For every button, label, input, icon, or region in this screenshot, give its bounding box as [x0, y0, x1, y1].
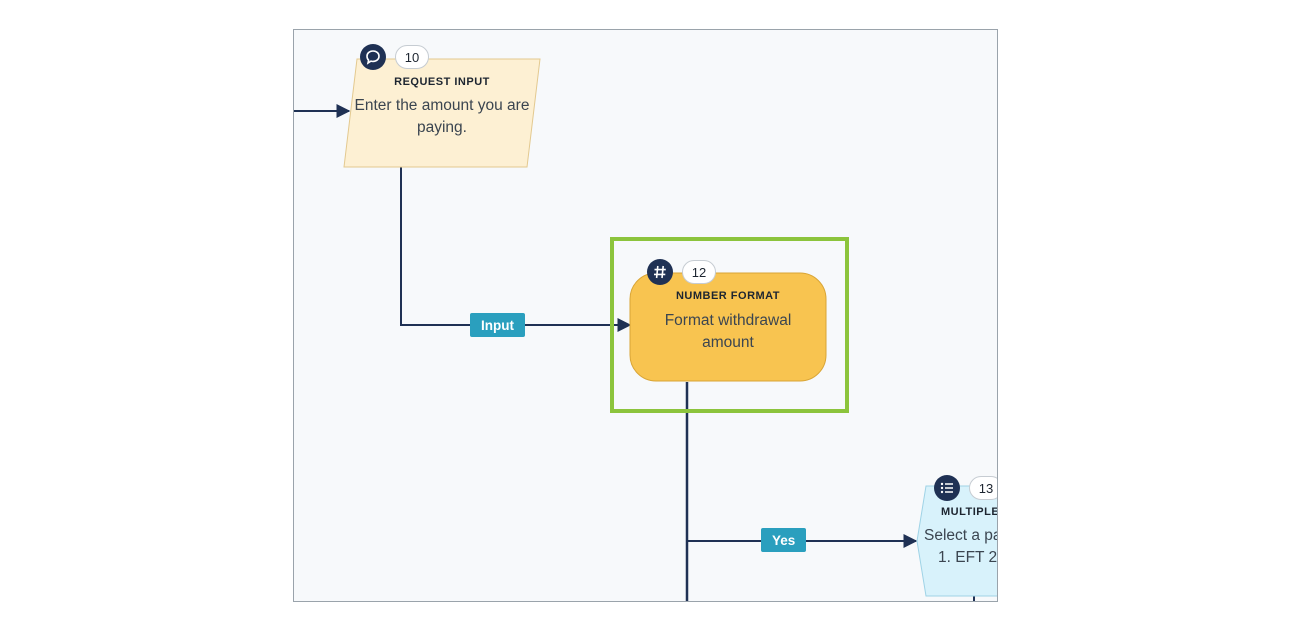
- node-type-label: NUMBER FORMAT: [675, 290, 781, 302]
- rounded-rect-shape: [629, 272, 827, 382]
- selection-highlight: [610, 237, 849, 413]
- node-multiple-choice[interactable]: MULTIPLE Select a pa 1. EFT 2: [916, 485, 998, 597]
- node-number-badge: 13: [969, 476, 997, 500]
- node-text: Enter the amount you are paying.: [354, 97, 530, 136]
- node-request-input[interactable]: REQUEST INPUT Enter the amount you are p…: [343, 58, 541, 168]
- wire-request-to-number-format: [400, 167, 632, 332]
- hash-icon[interactable]: [647, 259, 673, 285]
- chat-bubble-icon[interactable]: [360, 44, 386, 70]
- node-number-badge: 10: [395, 45, 429, 69]
- parallelogram-shape: [343, 58, 541, 168]
- node-number-badge: 12: [682, 260, 716, 284]
- node-type-label: REQUEST INPUT: [394, 76, 490, 88]
- node-text: Select a pa 1. EFT 2: [924, 527, 998, 566]
- list-icon[interactable]: [934, 475, 960, 501]
- flow-canvas[interactable]: REQUEST INPUT Enter the amount you are p…: [293, 29, 998, 602]
- node-number-format[interactable]: NUMBER FORMAT Format withdrawal amount: [629, 272, 827, 382]
- edge-label-yes[interactable]: Yes: [761, 528, 807, 552]
- hexagon-shape: [916, 485, 997, 597]
- node-text: Format withdrawal amount: [664, 312, 792, 351]
- edge-label-input[interactable]: Input: [470, 313, 525, 337]
- node-type-label: MULTIPLE: [941, 506, 998, 518]
